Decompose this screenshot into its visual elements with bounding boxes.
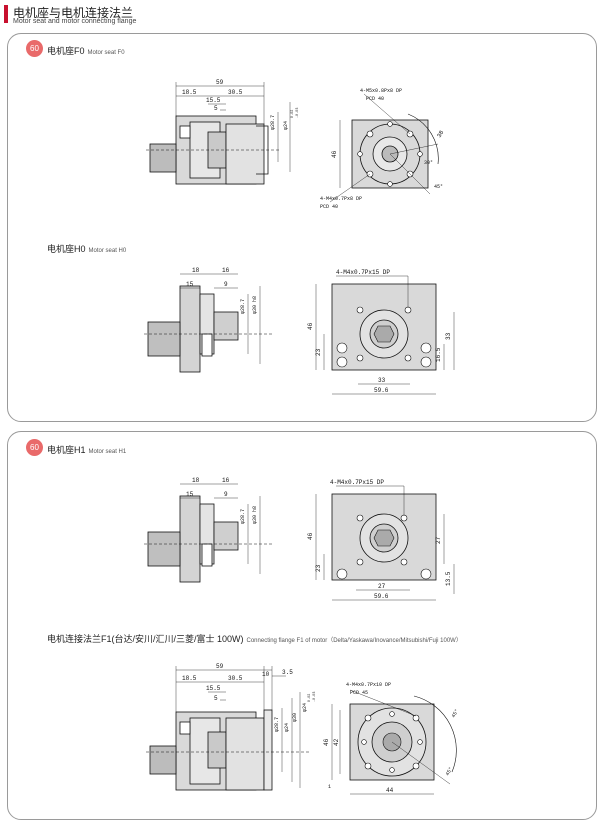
section-title-en: Motor seat H1	[88, 449, 127, 455]
dim-label: 4-M4x0.7Px8 DP	[320, 196, 362, 202]
dim-label: 15.5	[206, 685, 221, 692]
dim-label: 45°	[445, 766, 455, 777]
dim-label: 9	[224, 281, 228, 288]
dim-label: 59	[216, 663, 224, 670]
f0-side-view: 59 18.5 30.5 15.5 5 φ28.7 φ24 0.02 -0.03	[146, 79, 300, 185]
dim-label: 23	[315, 564, 322, 572]
dim-label: 45°	[434, 184, 443, 190]
section-title-f1: 电机连接法兰F1(台达/安川/汇川/三菱/富士 100W)Connecting …	[47, 632, 462, 645]
dim-label: PCD 45	[350, 690, 368, 696]
dim-label: 46	[307, 322, 314, 330]
size-badge: 60	[26, 40, 43, 57]
section-title-cn: 电机座F0	[47, 46, 85, 56]
dim-label: 46	[331, 150, 338, 158]
dim-label: -0.03	[313, 691, 317, 702]
dim-label: 18	[192, 477, 200, 484]
dim-label: φ30 h8	[252, 506, 258, 524]
dim-label: φ30	[292, 713, 298, 722]
dim-label: 1	[328, 784, 331, 790]
dim-label: 5	[214, 105, 218, 112]
dim-label: φ24	[284, 723, 290, 732]
h1-front-view: 4-M4x0.7Px15 DP 46 23 27 13.5 27 59.6	[307, 479, 455, 601]
header-title: 电机座与电机连接法兰	[13, 6, 134, 20]
dim-label: 16	[222, 477, 230, 484]
dim-label: 4-M4x0.7Px10 DP	[346, 682, 391, 688]
dim-label: 59.6	[374, 593, 389, 600]
dim-label: 46	[307, 532, 314, 540]
dim-label: 27	[435, 536, 442, 544]
size-badge: 60	[26, 439, 43, 456]
dim-label: 15.5	[206, 97, 221, 104]
section-title-en: Connecting flange F1 of motor（Delta/Yask…	[246, 638, 462, 644]
dim-label: φ28.7	[270, 115, 276, 130]
dim-label: 18	[192, 267, 200, 274]
dim-label: 45°	[451, 708, 461, 719]
section-title-cn: 电机连接法兰F1(台达/安川/汇川/三菱/富士 100W)	[47, 634, 244, 644]
dim-label: 30.5	[228, 675, 243, 682]
h0-front-view: 4-M4x0.7Px15 DP 46 23 16.5 33 33 59.6	[307, 269, 455, 395]
dim-label: 30°	[424, 160, 433, 166]
dim-label: PCD 40	[320, 204, 338, 210]
dim-label: 59.6	[374, 387, 389, 394]
dim-label: φ30 h8	[252, 296, 258, 314]
dim-label: φ28.7	[240, 299, 246, 314]
dim-label: 4-M4x0.7Px15 DP	[336, 269, 390, 276]
dim-label: 13.5	[445, 571, 452, 586]
h0-side-view: 18 16 15 9 φ28.7 φ30 h8	[144, 267, 272, 373]
dim-label: 42	[333, 738, 340, 746]
h1-side-view: 18 16 15 9 φ28.7 φ30 h8	[144, 477, 272, 583]
f0-front-view: 4-M5x0.8Px8 DP PCD 40 4-M4x0.7Px8 DP PCD…	[320, 88, 446, 210]
f1-front-view: 4-M4x0.7Px10 DP PCD 45 46 42 44 1 45° 45…	[323, 682, 461, 795]
dim-label: φ24	[283, 121, 289, 130]
dim-label: 16.5	[435, 347, 442, 362]
dim-label: 18.5	[182, 675, 197, 682]
dim-label: 4-M5x0.8Px8 DP	[360, 88, 402, 94]
dim-label: φ24	[302, 703, 308, 712]
dim-label: PCD 40	[366, 96, 384, 102]
dim-label: φ28.7	[240, 509, 246, 524]
panel-motor-seat-h1-f1	[7, 431, 597, 820]
dim-label: 10	[262, 671, 270, 678]
dim-label: 5	[214, 695, 218, 702]
section-title-cn: 电机座H0	[47, 244, 86, 254]
panel-motor-seat-f0-h0	[7, 33, 597, 422]
dim-label: 0.02	[291, 110, 295, 118]
dim-label: -0.03	[296, 107, 300, 118]
dim-label: 15	[186, 491, 194, 498]
dim-label: φ28.7	[274, 717, 280, 732]
dim-label: 16	[222, 267, 230, 274]
header-accent-bar	[4, 5, 8, 23]
dim-label: 33	[378, 377, 386, 384]
section-title-en: Motor seat H0	[88, 248, 127, 254]
section-title-cn: 电机座H1	[47, 445, 86, 455]
dim-label: 4-M4x0.7Px15 DP	[330, 479, 384, 486]
dim-label: 27	[378, 583, 386, 590]
dim-label: 15	[186, 281, 194, 288]
header-subtitle: Motor seat and motor connecting flange	[13, 18, 137, 25]
dim-label: 0.02	[308, 694, 312, 702]
dim-label: 3.5	[282, 669, 293, 676]
dim-label: 30.5	[228, 89, 243, 96]
f1-side-view: 59 10 3.5 18.5 30.5 15.5 5 φ28.7 φ24 φ30…	[146, 663, 317, 791]
dim-label: 23	[315, 348, 322, 356]
dim-label: 9	[224, 491, 228, 498]
dim-label: 38	[436, 129, 446, 139]
dim-label: 44	[386, 787, 394, 794]
dim-label: 46	[323, 738, 330, 746]
dim-label: 33	[445, 332, 452, 340]
section-title-en: Motor seat F0	[87, 50, 125, 56]
dim-label: 18.5	[182, 89, 197, 96]
dim-label: 59	[216, 79, 224, 86]
